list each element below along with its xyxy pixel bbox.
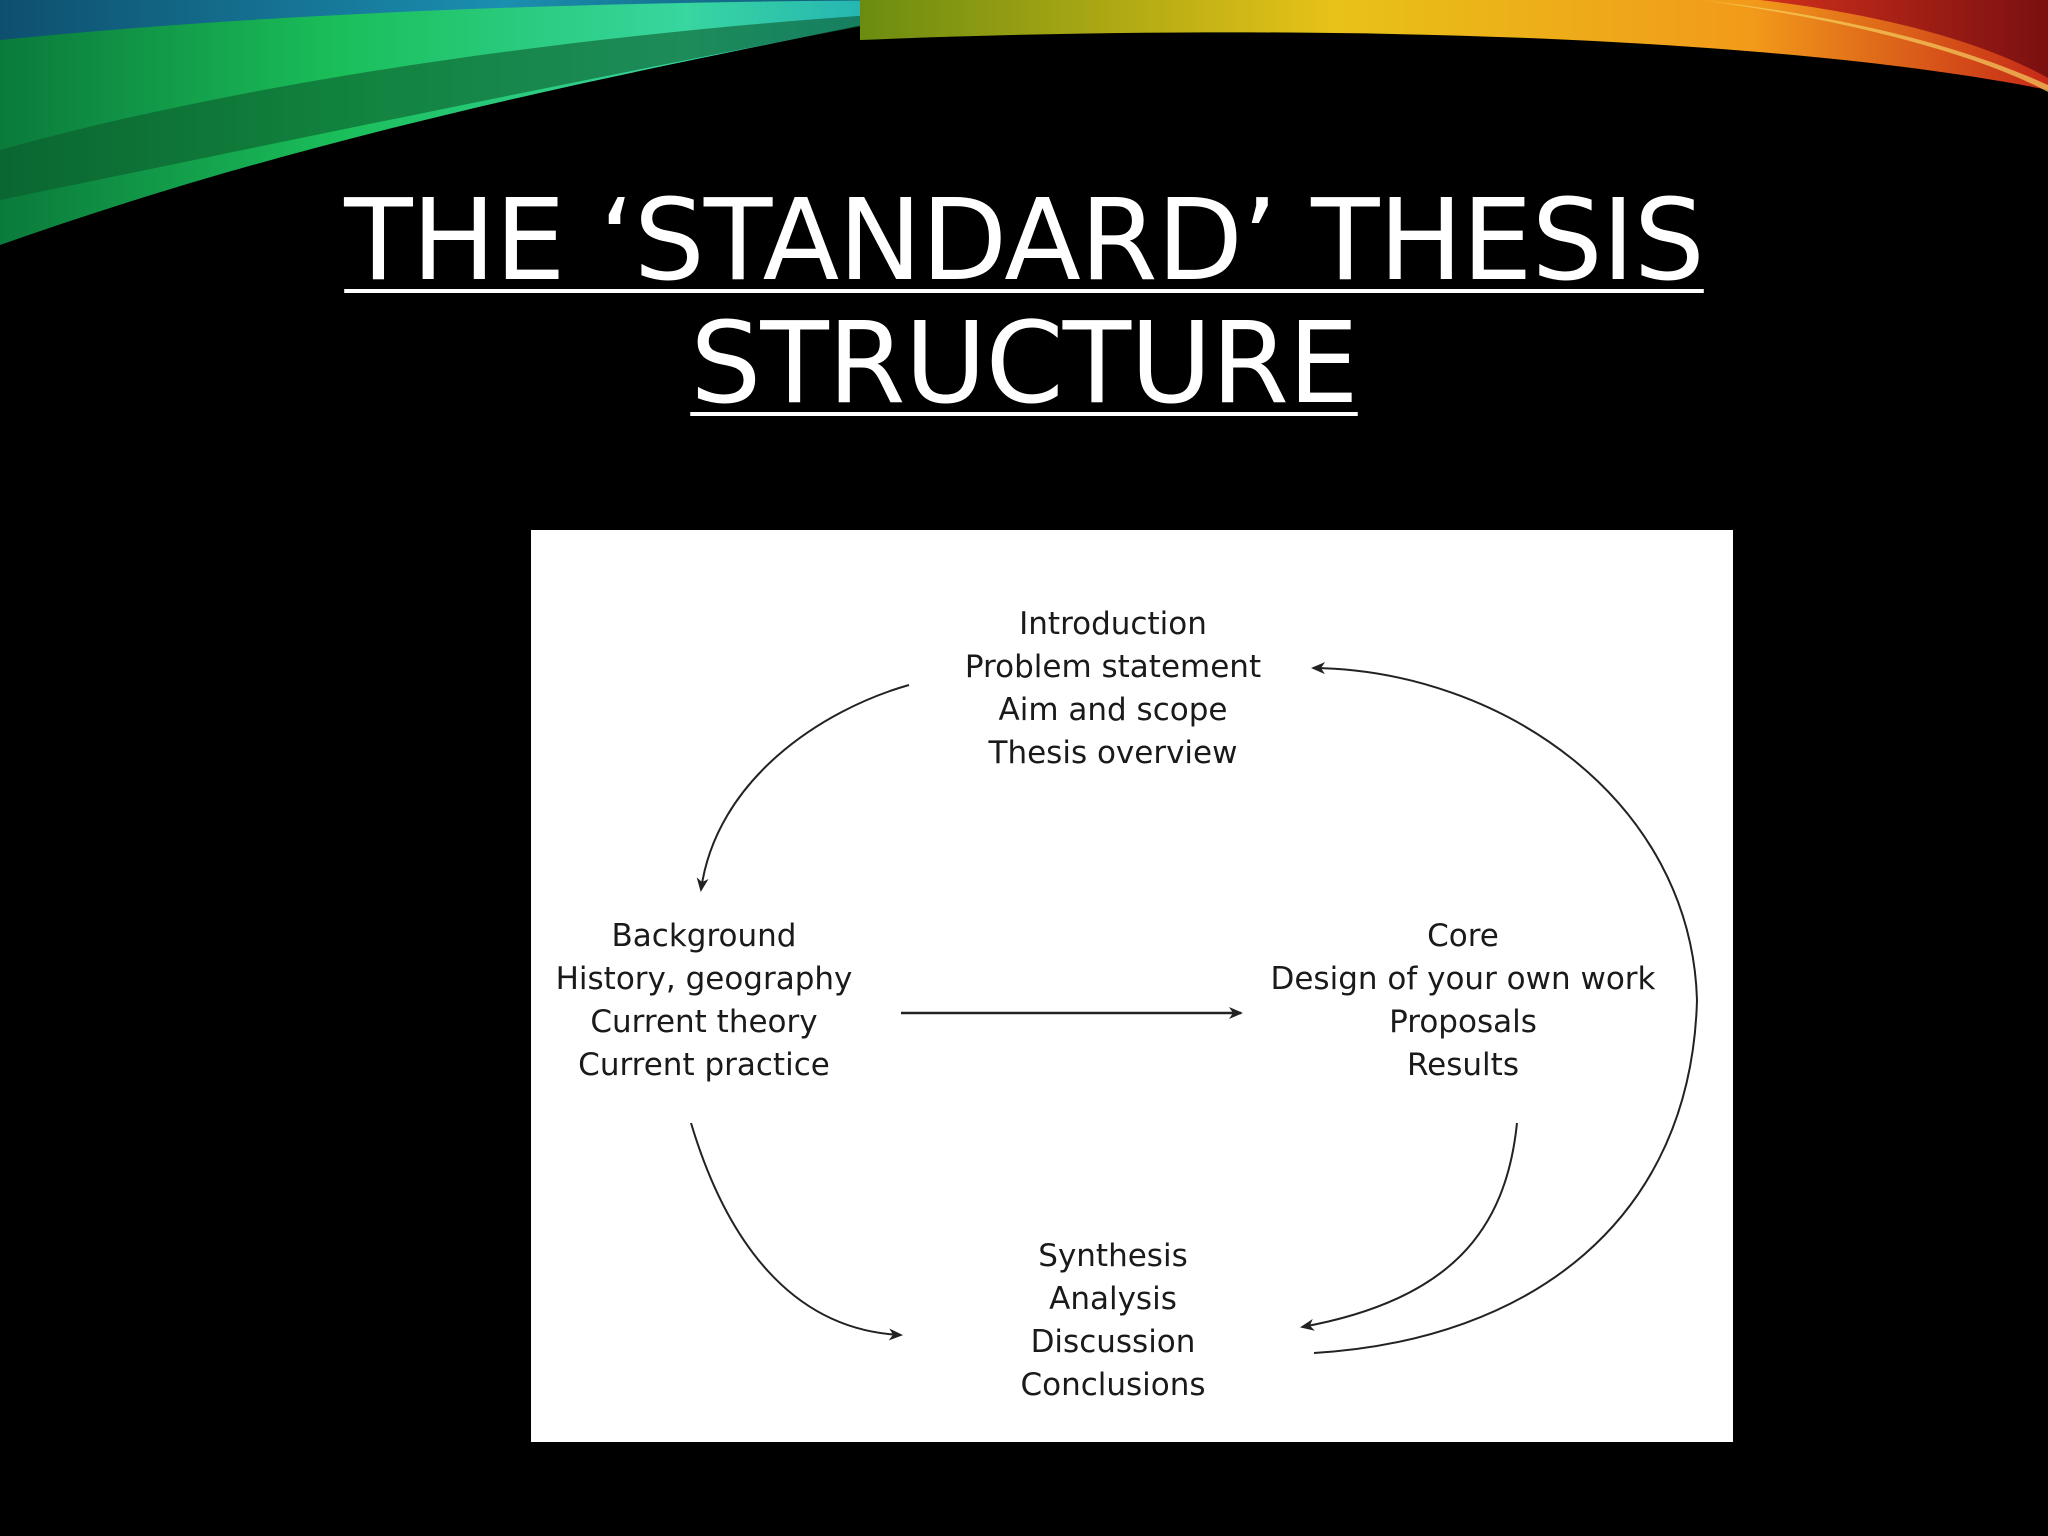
node-synthesis: Synthesis Analysis Discussion Conclusion… [1020,1235,1205,1407]
arrow-introduction-to-background [696,684,910,892]
node-synthesis-line-3: Discussion [1030,1324,1196,1360]
arrow-synthesis-to-introduction [1311,662,1699,1354]
node-introduction-line-2: Problem statement [964,649,1262,685]
node-core-line-3: Proposals [1389,1004,1537,1040]
node-background-line-1: Background [611,918,797,954]
slide-title: THE ‘STANDARD’ THESIS STRUCTURE [0,180,2048,426]
arrow-core-to-synthesis [1300,1122,1518,1331]
node-core: Core Design of your own work Proposals R… [1270,915,1655,1087]
node-synthesis-line-1: Synthesis [1038,1238,1188,1274]
node-background-line-3: Current theory [590,1004,818,1040]
node-core-line-1: Core [1427,918,1499,954]
node-introduction-line-1: Introduction [1019,606,1207,642]
thesis-structure-diagram: Introduction Problem statement Aim and s… [531,530,1733,1442]
node-background-line-2: History, geography [555,961,853,997]
node-introduction: Introduction Problem statement Aim and s… [965,603,1261,775]
title-line-1: THE ‘STANDARD’ THESIS [344,176,1705,306]
node-synthesis-line-4: Conclusions [1020,1367,1206,1403]
diagram-arrows [690,662,1699,1354]
node-introduction-line-4: Thesis overview [988,735,1238,771]
node-background-line-4: Current practice [578,1047,830,1083]
title-line-2: STRUCTURE [690,299,1358,429]
node-synthesis-line-2: Analysis [1049,1281,1177,1317]
node-core-line-4: Results [1407,1047,1519,1083]
node-core-line-2: Design of your own work [1270,961,1656,997]
decorative-banner [0,0,2048,245]
node-introduction-line-3: Aim and scope [998,692,1228,728]
arrow-background-to-synthesis [690,1122,903,1341]
node-background: Background History, geography Current th… [556,915,853,1087]
